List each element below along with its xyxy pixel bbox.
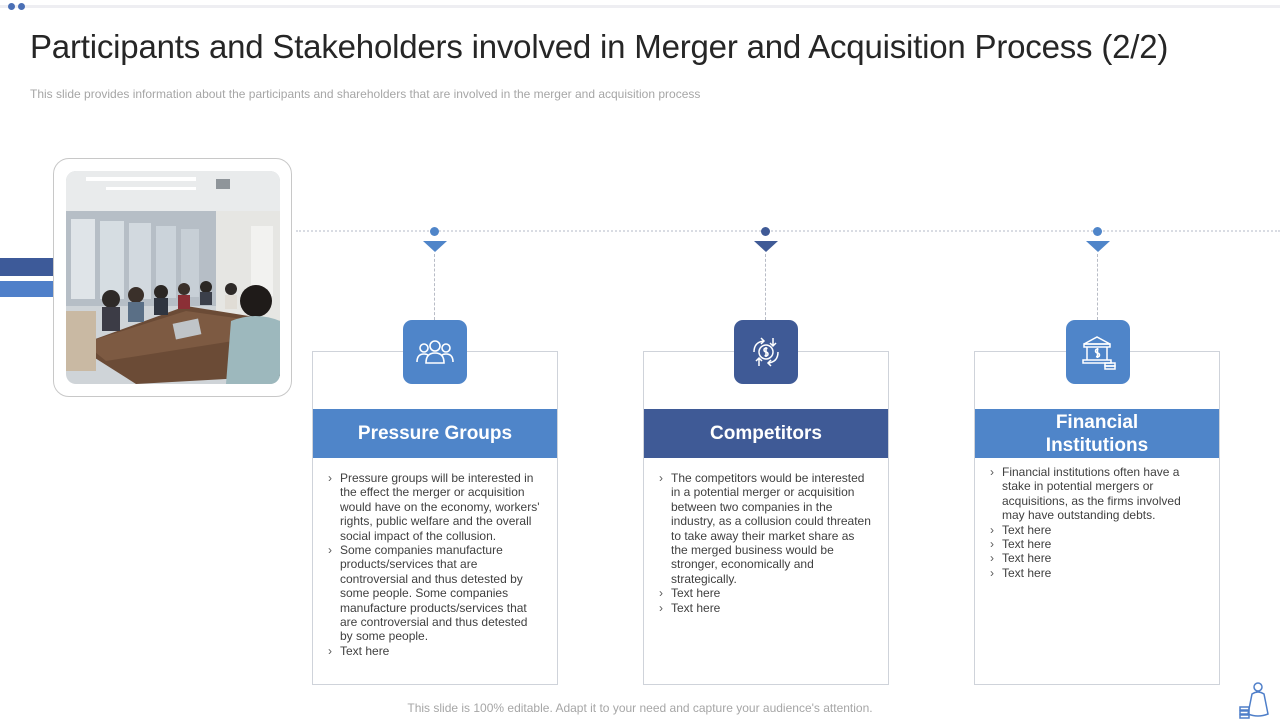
- timeline-marker-dot: [430, 227, 439, 236]
- bullet-point: Text here: [989, 537, 1203, 552]
- timeline-marker-dot: [1093, 227, 1102, 236]
- bullet-point: Some companies manufacture products/serv…: [327, 543, 541, 644]
- meeting-room-photo: [66, 171, 280, 384]
- footer-note: This slide is 100% editable. Adapt it to…: [407, 701, 873, 715]
- timeline-connector: [765, 254, 766, 320]
- card-pressure-groups: Pressure Groups Pressure groups will be …: [312, 351, 558, 685]
- bullet-point: Text here: [327, 644, 541, 659]
- decor-dot: [18, 3, 25, 10]
- timeline-line: [296, 230, 1280, 232]
- slide-subtitle: This slide provides information about th…: [30, 87, 701, 101]
- accent-bar-light: [0, 281, 54, 297]
- currency-exchange-icon: [734, 320, 798, 384]
- timeline-marker-arrow: [1086, 241, 1110, 252]
- timeline-marker-arrow: [423, 241, 447, 252]
- card-body: Pressure groups will be interested in th…: [327, 471, 541, 659]
- timeline-connector: [434, 254, 435, 320]
- bullet-point: Pressure groups will be interested in th…: [327, 471, 541, 543]
- bullet-point: Text here: [658, 586, 872, 601]
- group-icon: [403, 320, 467, 384]
- card-heading: Financial Institutions: [975, 409, 1219, 458]
- bullet-point: The competitors would be interested in a…: [658, 471, 872, 586]
- bullet-point: Text here: [989, 566, 1203, 581]
- bullet-point: Text here: [989, 551, 1203, 566]
- top-rule: [0, 5, 1280, 8]
- card-heading: Competitors: [644, 409, 888, 458]
- slide-title: Participants and Stakeholders involved i…: [30, 28, 1169, 65]
- card-body: The competitors would be interested in a…: [658, 471, 872, 615]
- card-heading: Pressure Groups: [313, 409, 557, 458]
- bank-icon: [1066, 320, 1130, 384]
- timeline-marker-dot: [761, 227, 770, 236]
- timeline-marker-arrow: [754, 241, 778, 252]
- decor-dot: [8, 3, 15, 10]
- photo-frame: [53, 158, 292, 397]
- accent-bar-dark: [0, 258, 54, 276]
- card-body: Financial institutions often have a stak…: [989, 465, 1203, 581]
- bullet-point: Text here: [989, 523, 1203, 538]
- bullet-point: Text here: [658, 601, 872, 616]
- brand-icon: [1238, 680, 1278, 720]
- bullet-point: Financial institutions often have a stak…: [989, 465, 1203, 523]
- card-financial-institutions: Financial Institutions Financial institu…: [974, 351, 1220, 685]
- timeline-connector: [1097, 254, 1098, 320]
- card-competitors: Competitors The competitors would be int…: [643, 351, 889, 685]
